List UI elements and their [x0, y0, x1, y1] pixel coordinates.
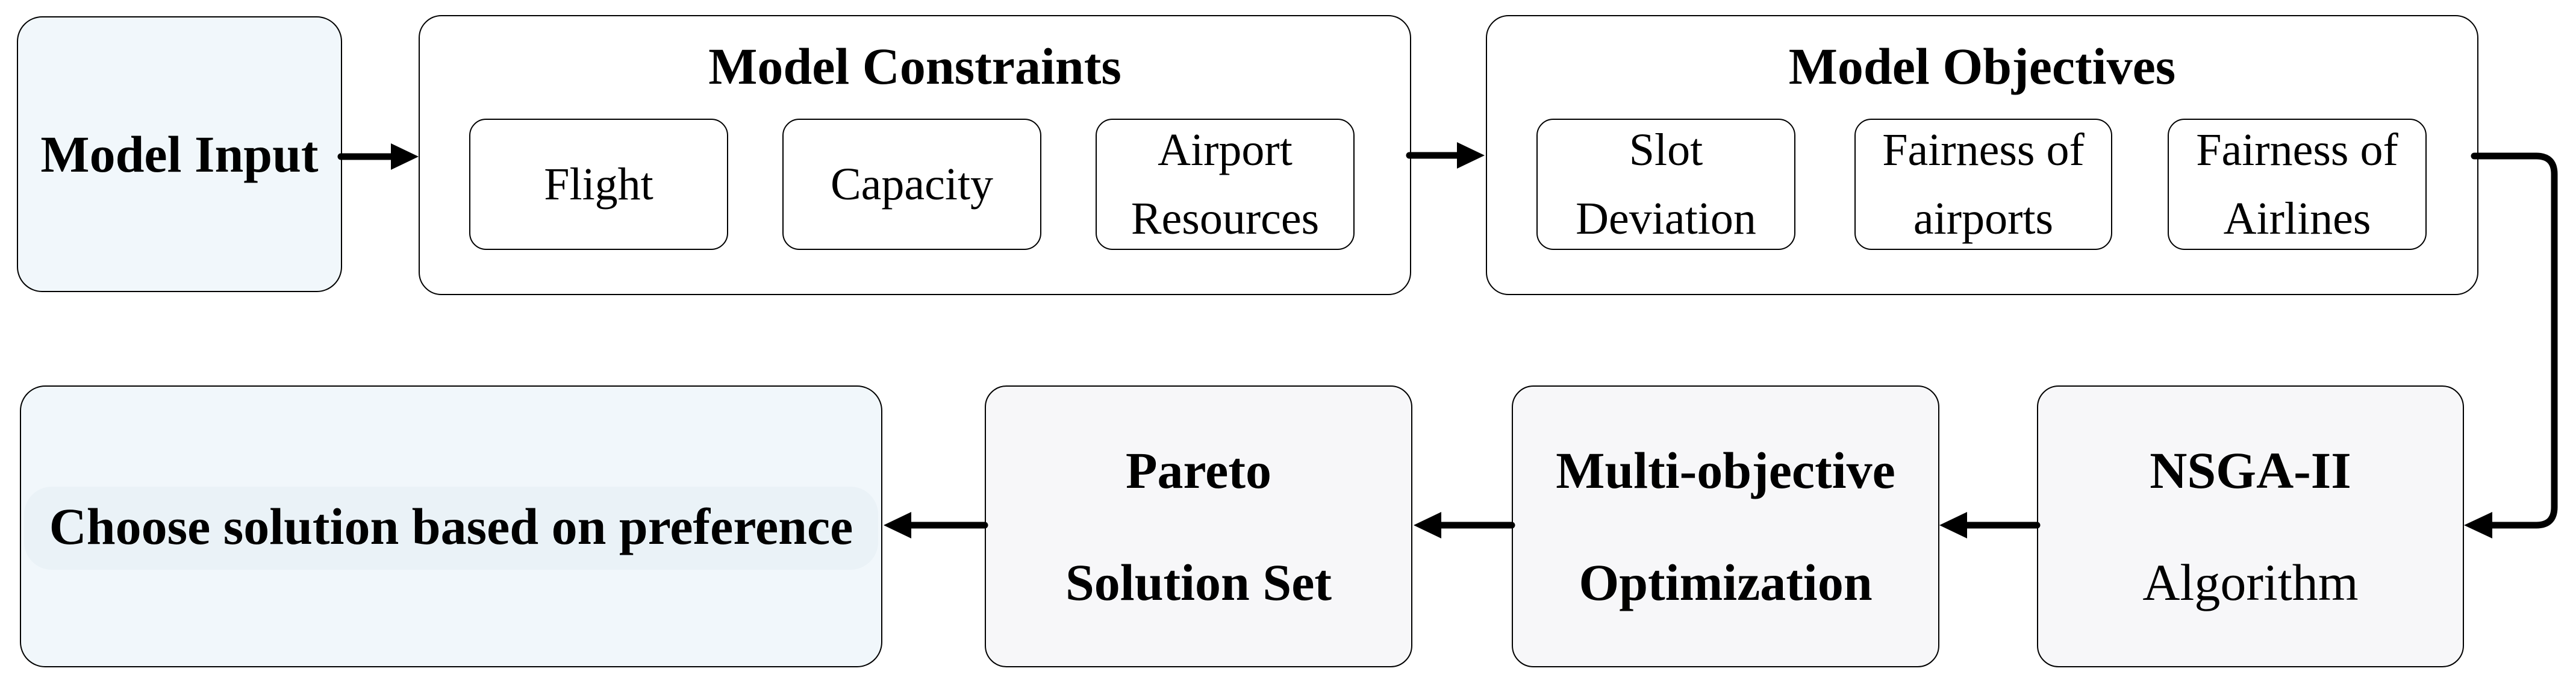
- optimization-label: Optimization: [1579, 553, 1873, 611]
- constraint-flight-label: Flight: [544, 159, 653, 210]
- arrow-pareto-to-choose-icon: [884, 512, 988, 538]
- objective-fairness-airports-box: Fairness of airports: [1854, 119, 2112, 250]
- nsga-ii-label: NSGA-II: [2150, 441, 2351, 499]
- choose-solution-highlight-band: [24, 487, 878, 570]
- objective-fairness-airlines-label: Fairness of Airlines: [2196, 125, 2398, 244]
- nsga-ii-algorithm-box: NSGA-II Algorithm: [2037, 385, 2464, 667]
- arrow-input-to-constraints-icon: [337, 143, 419, 170]
- model-input-label: Model Input: [40, 125, 319, 183]
- constraint-flight-box: Flight: [469, 119, 728, 250]
- pareto-label: Pareto: [1126, 441, 1271, 499]
- constraint-airport-resources-box: Airport Resources: [1096, 119, 1355, 250]
- model-objectives-title: Model Objectives: [1788, 37, 2176, 95]
- objective-slot-deviation-label: Slot Deviation: [1576, 125, 1756, 244]
- objective-fairness-airports-label: Fairness of airports: [1882, 125, 2085, 244]
- arrow-nsga-to-multiobjective-icon: [1939, 512, 2041, 538]
- model-constraints-title: Model Constraints: [708, 37, 1121, 95]
- multi-objective-optimization-box: Multi-objective Optimization: [1512, 385, 1939, 667]
- arrow-multiobjective-to-pareto-icon: [1414, 512, 1515, 538]
- constraint-capacity-label: Capacity: [830, 159, 994, 210]
- model-constraints-group: Model Constraints Flight Capacity Airpor…: [419, 15, 1411, 295]
- objective-fairness-airlines-box: Fairness of Airlines: [2168, 119, 2427, 250]
- constraint-airport-resources-label: Airport Resources: [1131, 125, 1320, 244]
- pareto-solution-set-box: Pareto Solution Set: [985, 385, 1412, 667]
- constraint-capacity-box: Capacity: [782, 119, 1041, 250]
- objective-slot-deviation-box: Slot Deviation: [1536, 119, 1795, 250]
- model-objectives-group: Model Objectives Slot Deviation Fairness…: [1486, 15, 2478, 295]
- elbow-connector-objectives-to-nsga-icon: [2464, 152, 2558, 538]
- algorithm-label: Algorithm: [2142, 553, 2359, 611]
- arrow-constraints-to-objectives-icon: [1406, 142, 1485, 169]
- model-input-box: Model Input: [17, 16, 342, 292]
- choose-solution-box: Choose solution based on preference: [20, 385, 882, 667]
- multi-objective-label: Multi-objective: [1556, 441, 1895, 499]
- solution-set-label: Solution Set: [1065, 553, 1332, 611]
- choose-solution-label: Choose solution based on preference: [49, 497, 853, 555]
